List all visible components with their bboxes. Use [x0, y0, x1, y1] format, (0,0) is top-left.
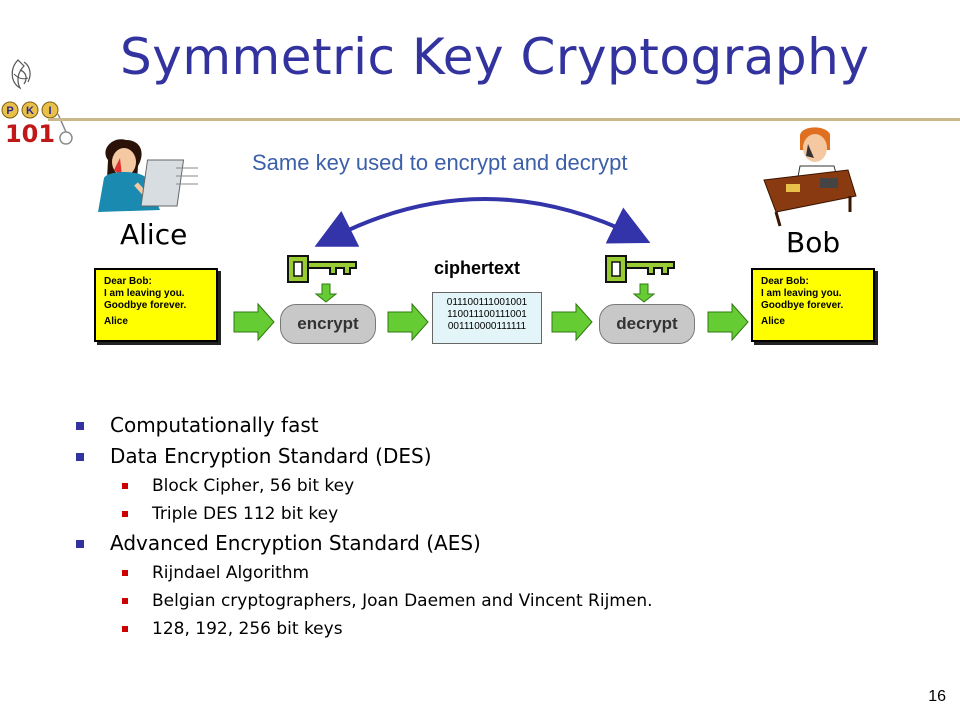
encrypt-key-icon [287, 255, 357, 283]
same-key-curve [314, 197, 651, 247]
ciphertext-box: 011100111001001 110011100111001 00111000… [432, 292, 542, 344]
letter-line: Goodbye forever. [761, 300, 844, 311]
sub-bullet-item: Triple DES 112 bit key [70, 500, 930, 528]
decrypt-box: decrypt [599, 304, 695, 344]
bullet-item: Advanced Encryption Standard (AES) [70, 528, 930, 559]
logo-letter-p: P [6, 105, 13, 117]
cipher-line: 011100111001001 [446, 297, 528, 308]
sub-bullet-item: Belgian cryptographers, Joan Daemen and … [70, 587, 930, 615]
page-number: 16 [928, 688, 946, 705]
letter-line: Goodbye forever. [104, 300, 187, 311]
bob-label: Bob [786, 226, 841, 259]
slide-title: Symmetric Key Cryptography [120, 28, 870, 86]
diagram-subtitle: Same key used to encrypt and decrypt [252, 150, 628, 175]
flow-arrow-2 [387, 302, 429, 342]
logo-number: 101 [5, 120, 55, 148]
logo-letter-k: K [26, 105, 34, 117]
plaintext-letter-bob: Dear Bob: I am leaving you. Goodbye fore… [751, 268, 875, 342]
letter-line: Dear Bob: [104, 276, 152, 287]
pki-badge: P K I 101 [1, 101, 73, 148]
sub-bullet-item: 128, 192, 256 bit keys [70, 615, 930, 643]
sub-bullet-item: Block Cipher, 56 bit key [70, 472, 930, 500]
letter-line: Alice [761, 316, 785, 327]
encrypt-box: encrypt [280, 304, 376, 344]
flow-arrow-3 [551, 302, 593, 342]
encrypt-key-arrow [314, 283, 338, 303]
bullet-item: Computationally fast [70, 410, 930, 441]
flow-arrow-1 [233, 302, 275, 342]
plaintext-letter-alice: Dear Bob: I am leaving you. Goodbye fore… [94, 268, 218, 342]
letter-line: Dear Bob: [761, 276, 809, 287]
letter-line: I am leaving you. [104, 288, 185, 299]
title-divider [48, 118, 960, 121]
letter-line: I am leaving you. [761, 288, 842, 299]
bullet-list: Computationally fast Data Encryption Sta… [70, 410, 930, 643]
decrypt-key-icon [605, 255, 675, 283]
logo-letter-i: I [48, 105, 51, 117]
cipher-line: 110011100111001 [447, 309, 527, 320]
bob-icon [763, 127, 857, 227]
flow-arrow-4 [707, 302, 749, 342]
ciphertext-label: ciphertext [434, 258, 521, 278]
sub-bullet-item: Rijndael Algorithm [70, 559, 930, 587]
cipher-line: 001110000111111 [447, 321, 527, 332]
alice-label: Alice [120, 218, 188, 251]
letter-line: Alice [104, 316, 128, 327]
bullet-item: Data Encryption Standard (DES) [70, 441, 930, 472]
pki-101-logo: P K I 101 [1, 59, 73, 148]
decrypt-key-arrow [632, 283, 656, 303]
alice-icon [98, 139, 198, 212]
hhs-eagle-icon [11, 59, 31, 90]
